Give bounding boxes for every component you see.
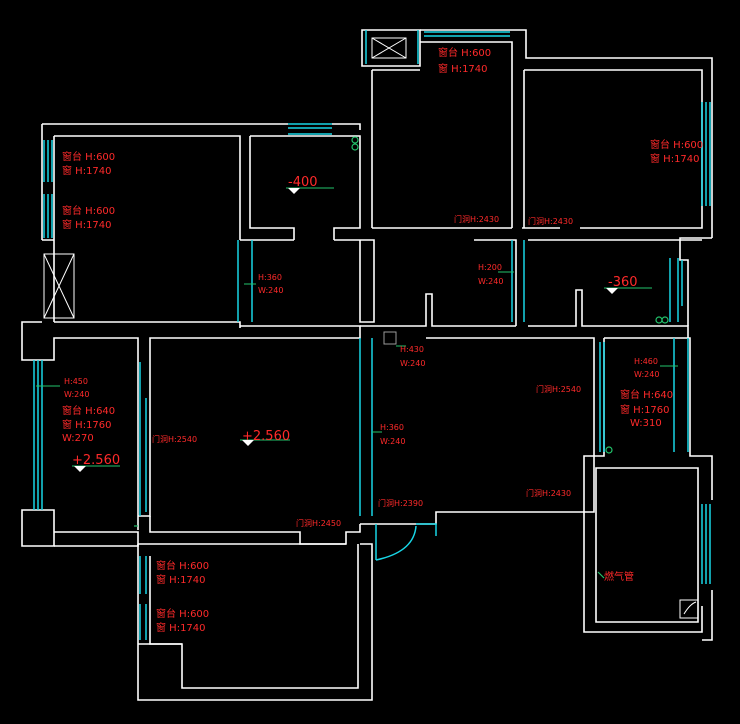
room-left-sill-2: 窗台 H:600 [62,204,115,217]
right-balcony-sill: 窗台 H:640 [620,388,673,401]
kitchen-gas-pipe: 燃气管 [604,570,634,583]
level-bathroom-right: -360 [608,275,638,290]
room-top-center-sill: 窗台 H:600 [438,46,491,59]
left-balcony-beam-height: H:450 [64,377,88,386]
door-label-5: 门洞H:2390 [378,498,423,508]
beam-3-width: W:240 [400,359,425,368]
level-living: +2.560 [242,429,290,444]
windows [33,30,711,640]
door-label-7: 门洞H:2450 [296,518,341,528]
fixtures [134,136,699,619]
door-label-6: 门洞H:2430 [526,488,571,498]
left-balcony-sill: 窗台 H:640 [62,404,115,417]
right-balcony-beam-height: H:460 [634,357,658,366]
left-balcony-beam-width: W:240 [64,390,89,399]
right-balcony-beam-width: W:240 [634,370,659,379]
beam-1-height: H:360 [258,273,282,282]
room-bottom-sill-1: 窗台 H:600 [156,559,209,572]
walls [21,29,713,701]
beam-3-height: H:430 [400,345,424,354]
right-balcony-width: W:310 [630,418,662,429]
beam-2-height: H:200 [478,263,502,272]
annotations: 窗台 H:600 窗 H:1740 窗台 H:600 窗 H:1740 窗台 H… [62,46,703,634]
room-left-window-1: 窗 H:1740 [62,164,112,177]
beam-4-height: H:360 [380,423,404,432]
dimension-lines [36,187,678,472]
right-balcony-window: 窗 H:1760 [620,403,670,416]
room-top-right-sill: 窗台 H:600 [650,138,703,151]
door-label-3: 门洞H:2540 [536,384,581,394]
room-bottom-sill-2: 窗台 H:600 [156,607,209,620]
door-label-1: 门洞H:2430 [454,214,499,224]
left-balcony-level: +2.560 [72,453,120,468]
door-label-2: 门洞H:2430 [528,216,573,226]
room-bottom-window-1: 窗 H:1740 [156,573,206,586]
door-label-4: 门洞H:2540 [152,434,197,444]
room-top-center-window: 窗 H:1740 [438,62,488,75]
beam-2-width: W:240 [478,277,503,286]
beam-4-width: W:240 [380,437,405,446]
room-left-window-2: 窗 H:1740 [62,218,112,231]
left-balcony-width: W:270 [62,433,94,444]
beam-1-width: W:240 [258,286,283,295]
left-balcony-window: 窗 H:1760 [62,418,112,431]
room-top-right-window: 窗 H:1740 [650,152,700,165]
level-bathroom-left: -400 [288,175,318,190]
room-bottom-window-2: 窗 H:1740 [156,621,206,634]
room-left-sill-1: 窗台 H:600 [62,150,115,163]
